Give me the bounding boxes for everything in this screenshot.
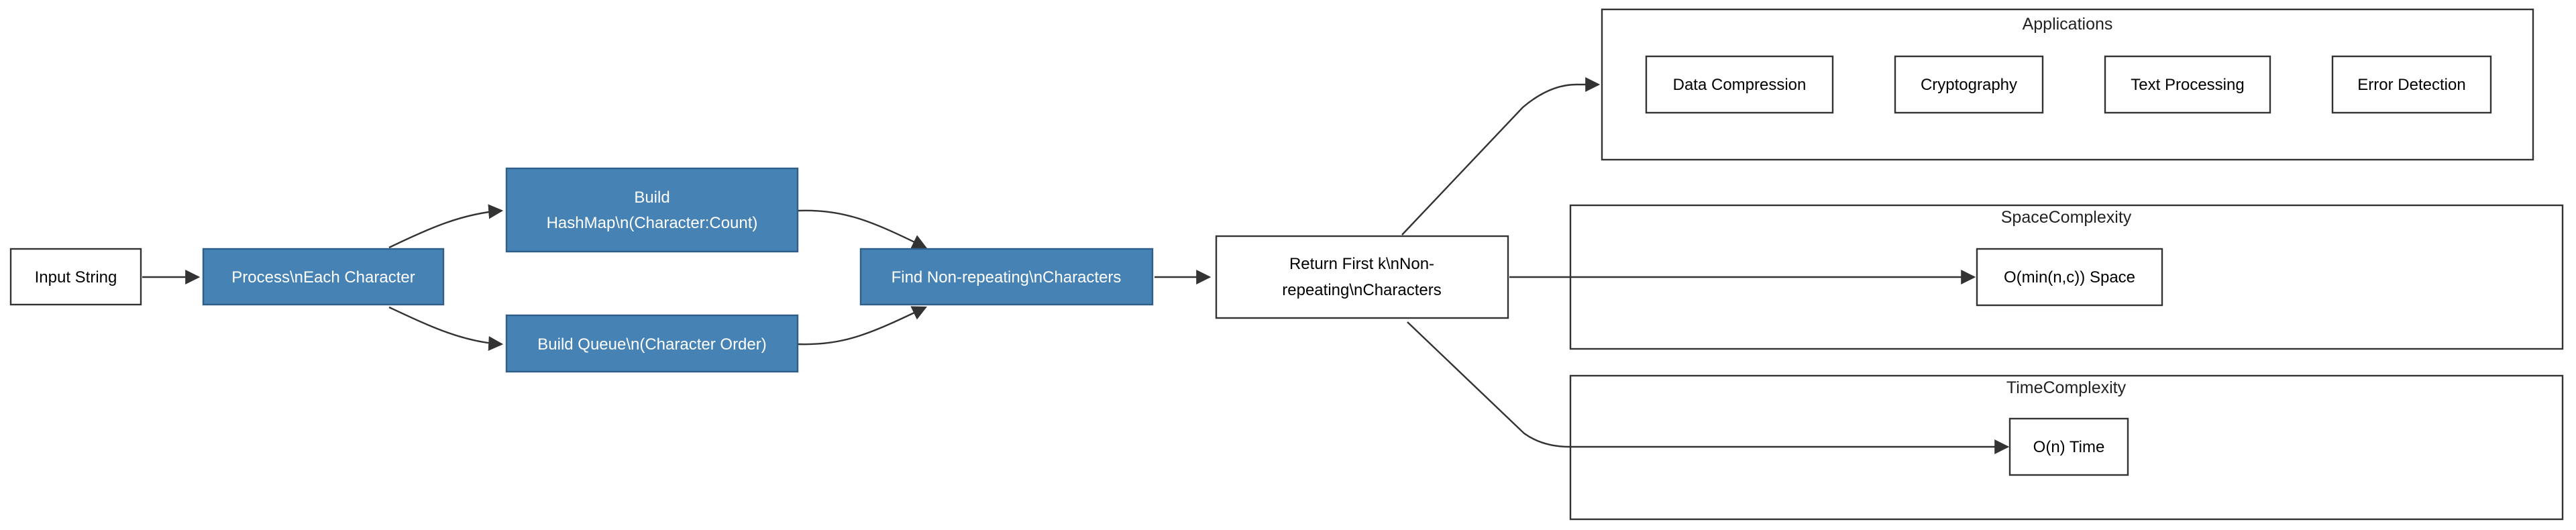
- node-process-each-character: Process\nEach Character: [202, 248, 445, 306]
- edge-queue-to-find: [798, 306, 927, 346]
- node-input-string-label: Input String: [35, 268, 117, 286]
- cluster-space-complexity-label: SpaceComplexity: [2001, 208, 2132, 227]
- node-build-hashmap-label-line-2: HashMap\n(Character:Count): [547, 214, 758, 232]
- edge-process-to-queue: [388, 306, 504, 351]
- cluster-time-complexity-label: TimeComplexity: [2006, 378, 2127, 397]
- edge-return-to-applications: [1401, 77, 1601, 235]
- node-build-queue: Build Queue\n(Character Order): [505, 314, 799, 373]
- node-space-complexity-label: O(min(n,c)) Space: [2004, 268, 2135, 286]
- node-return-first-k-label-line-2: repeating\nCharacters: [1282, 281, 1441, 299]
- node-build-hashmap: Build HashMap\n(Character:Count): [505, 167, 799, 253]
- node-error-detection-label: Error Detection: [2357, 76, 2465, 94]
- edge-hashmap-to-find: [798, 209, 927, 249]
- node-time-complexity-label: O(n) Time: [2033, 438, 2105, 456]
- edges: [142, 77, 2010, 454]
- node-time-complexity: O(n) Time: [2008, 417, 2129, 476]
- node-build-hashmap-label-line-1: Build: [634, 189, 669, 207]
- node-data-compression: Data Compression: [1645, 55, 1834, 114]
- node-text-processing-label: Text Processing: [2131, 76, 2244, 94]
- node-find-non-repeating: Find Non-repeating\nCharacters: [859, 248, 1154, 306]
- node-process-each-character-label: Process\nEach Character: [231, 268, 415, 286]
- node-cryptography: Cryptography: [1894, 55, 2044, 114]
- cluster-applications-label: Applications: [2023, 15, 2113, 34]
- node-text-processing: Text Processing: [2104, 55, 2271, 114]
- node-data-compression-label: Data Compression: [1673, 76, 1807, 94]
- node-return-first-k: Return First k\nNon- repeating\nCharacte…: [1215, 235, 1509, 319]
- node-find-non-repeating-label: Find Non-repeating\nCharacters: [892, 268, 1122, 286]
- node-input-string: Input String: [9, 248, 142, 306]
- node-space-complexity: O(min(n,c)) Space: [1976, 248, 2163, 307]
- node-error-detection: Error Detection: [2331, 55, 2492, 114]
- edge-process-to-hashmap: [388, 204, 504, 249]
- edge-return-to-time: [1407, 321, 2010, 454]
- node-return-first-k-label-line-1: Return First k\nNon-: [1289, 255, 1434, 273]
- node-cryptography-label: Cryptography: [1921, 76, 2017, 94]
- node-build-queue-label: Build Queue\n(Character Order): [537, 335, 766, 354]
